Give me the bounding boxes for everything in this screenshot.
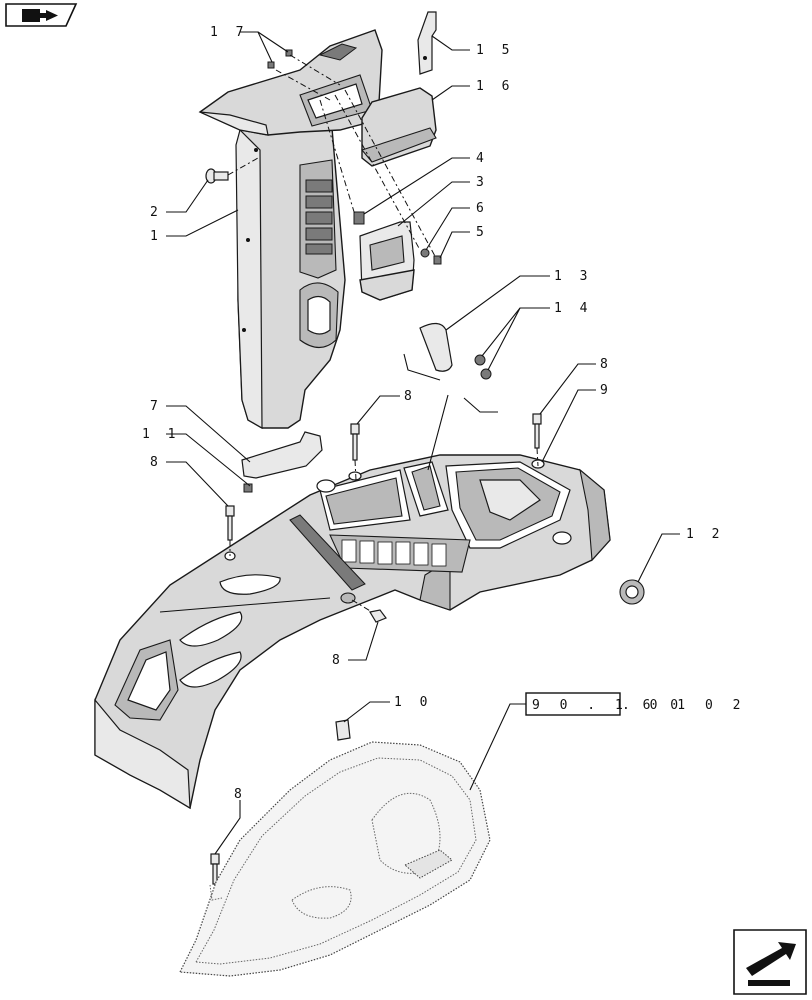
callout-5: 5 [476,225,489,240]
reference-link[interactable]: 9 0 . 1 6 0 . 0 1 0 2 [525,692,746,716]
callout-14: 1 4 [554,301,592,316]
reference-code-boxed[interactable]: 9 0 . 1 6 0 [532,698,684,713]
callout-12: 1 2 [686,527,724,542]
cover-part-16 [361,87,437,167]
seal-part-13 [419,322,453,372]
callout-3: 3 [476,175,489,190]
callout-labels: 1 7 1 5 1 6 2 1 4 3 6 5 1 3 1 4 8 9 7 8 … [142,25,724,802]
clip-part-4 [353,211,365,225]
grommet-part-12 [619,579,645,605]
callout-2: 2 [150,205,163,220]
pocket-part-3 [359,221,415,301]
strip-part-7 [241,431,323,479]
callout-8-lower: 8 [332,653,345,668]
callout-13: 1 3 [554,269,592,284]
callout-8-bottom: 8 [234,787,247,802]
callout-8-center: 8 [404,389,417,404]
next-page-arrow-icon[interactable] [733,929,807,995]
bracket-part-15 [417,11,437,75]
callout-9: 9 [600,383,613,398]
callout-6: 6 [476,201,489,216]
screw-part-17 [267,49,293,69]
pillar-top-cap [198,29,383,136]
nut-part-14 [474,354,492,380]
pillar-trim-panel [235,104,346,430]
callout-8-right: 8 [600,357,613,372]
fastener-part-5 [433,255,442,265]
callout-8-left: 8 [150,455,163,470]
fender-liner [179,741,491,977]
fastener-part-6 [420,248,430,258]
callout-15: 1 5 [476,43,514,58]
fender-console [94,454,611,810]
clip-part-10 [335,719,351,741]
reference-code-suffix: . 0 1 0 2 [622,698,746,713]
callout-10: 1 0 [394,695,432,710]
callout-17: 1 7 [210,25,248,40]
callout-11: 1 1 [142,427,180,442]
clip-part-11 [243,483,253,493]
book-arrow-icon[interactable] [5,3,78,27]
screw-part-2 [205,168,229,184]
callout-1: 1 [150,229,163,244]
callout-7: 7 [150,399,163,414]
callout-4: 4 [476,151,489,166]
leader-lines [166,31,680,855]
callout-16: 1 6 [476,79,514,94]
